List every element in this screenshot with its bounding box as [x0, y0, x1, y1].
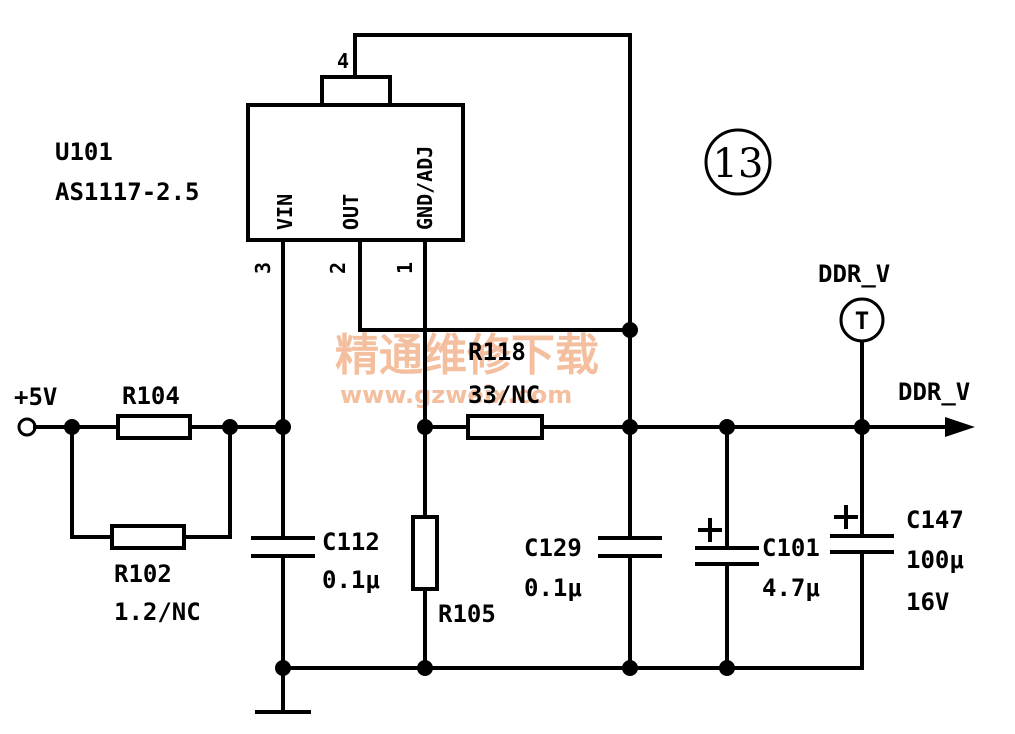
r102-wire-right [182, 425, 232, 539]
svg-text:13: 13 [713, 141, 764, 187]
pin-label-out: OUT [339, 194, 363, 230]
pin-label-gnd-adj: GND/ADJ [413, 146, 437, 230]
input-terminal [17, 417, 37, 437]
c101-reference: C101 [762, 534, 820, 562]
pin-number-1: 1 [393, 262, 417, 274]
junction-dots [64, 322, 870, 676]
input-label: +5V [14, 383, 57, 411]
section-badge: 13 [704, 128, 772, 196]
r102-reference: R102 [114, 560, 172, 588]
c101-value: 4.7μ [762, 574, 820, 602]
c112-value: 0.1μ [322, 566, 380, 594]
c101-plus-icon [698, 518, 722, 542]
pin-number-4: 4 [337, 49, 349, 73]
tab-wire [353, 33, 632, 332]
regulator-u101: VIN OUT GND/ADJ [246, 75, 465, 242]
r104-reference: R104 [122, 382, 180, 410]
ic-part-number: AS1117-2.5 [55, 178, 200, 206]
watermark-url: www.gzweix.com [340, 381, 572, 409]
r118-reference: R118 [468, 338, 526, 366]
resistor-r105 [411, 515, 439, 591]
r118-value: 33/NC [468, 381, 540, 409]
c129-value: 0.1μ [524, 574, 582, 602]
resistor-r118 [466, 414, 544, 440]
out-pin-wire [358, 238, 632, 332]
resistor-r104 [116, 414, 192, 440]
output-arrow-icon [945, 417, 975, 437]
test-point-label: DDR_V [818, 260, 890, 288]
c129-reference: C129 [524, 534, 582, 562]
output-label: DDR_V [898, 378, 970, 406]
c112-reference: C112 [322, 528, 380, 556]
ic-tab [320, 75, 392, 107]
test-point-symbol: T [855, 307, 869, 335]
ic-reference: U101 [55, 138, 113, 166]
pin-number-3: 3 [251, 262, 275, 274]
c147-plus-icon [834, 505, 858, 529]
r102-value: 1.2/NC [114, 598, 201, 626]
r105-reference: R105 [438, 600, 496, 628]
c147-value: 100μ [906, 546, 964, 574]
c147-rating: 16V [906, 588, 949, 616]
pin-label-vin: VIN [273, 194, 297, 230]
watermark-text: 精通维修下载 [335, 330, 599, 381]
resistor-r102 [110, 524, 186, 550]
test-point [839, 297, 885, 343]
c147-reference: C147 [906, 506, 964, 534]
r102-wire-left [70, 425, 114, 539]
pin-number-2: 2 [326, 262, 350, 274]
